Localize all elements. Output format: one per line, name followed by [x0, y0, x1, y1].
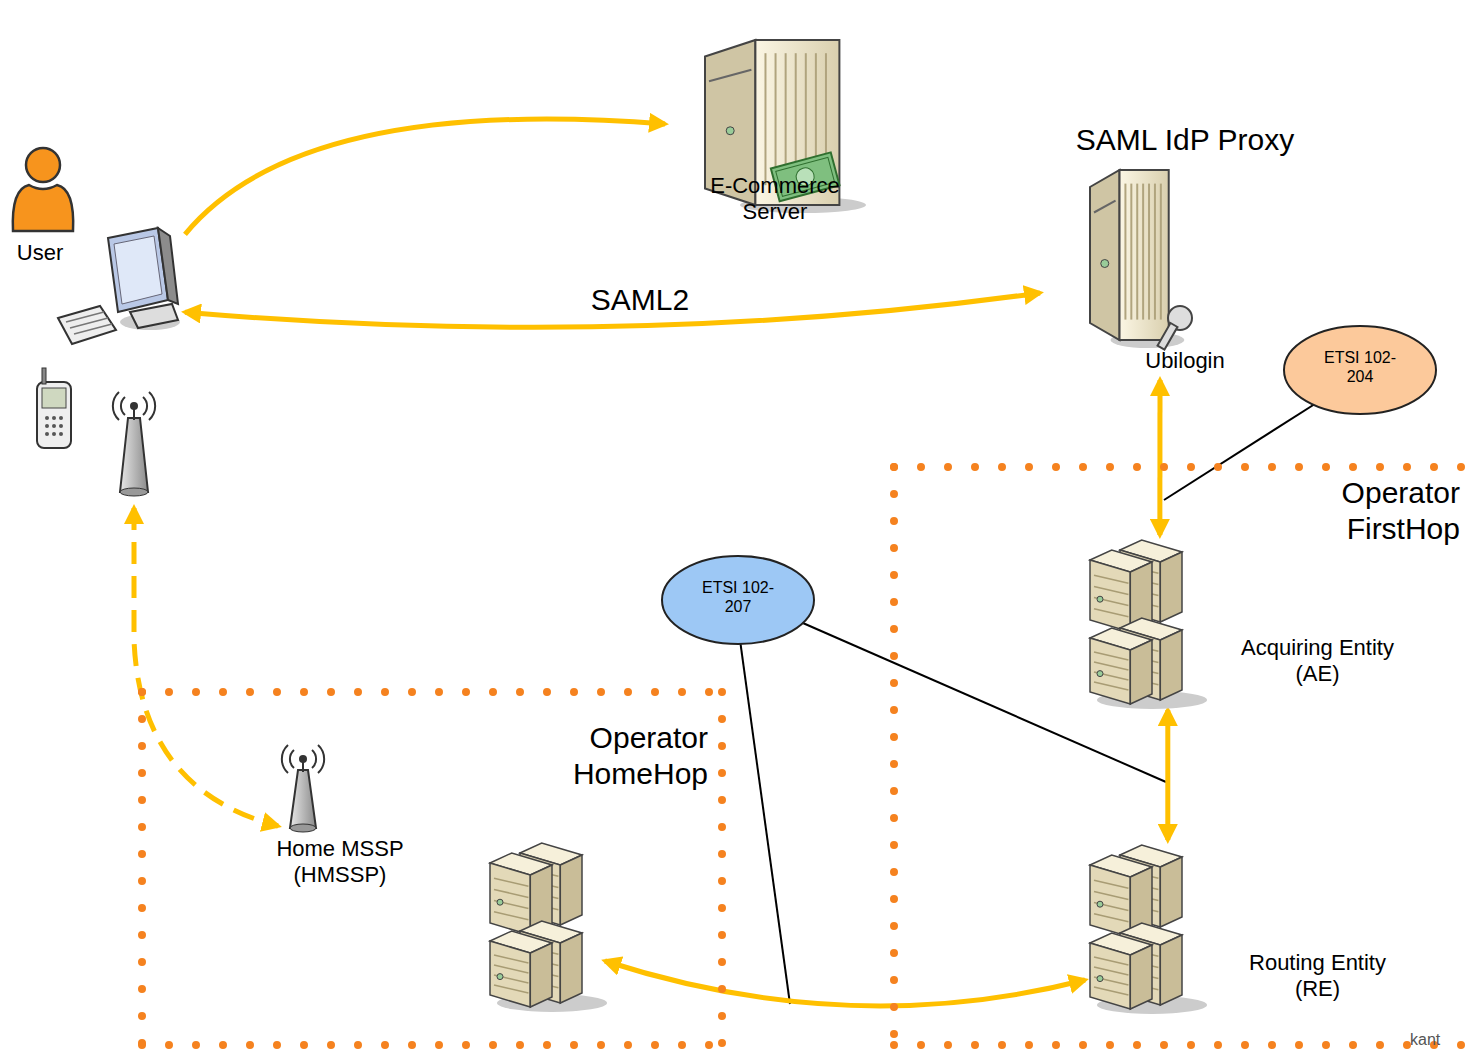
node-label: ETSI 102-204 [1318, 348, 1402, 386]
network-entity: Home MSSP (HMSSP) [265, 828, 605, 1018]
node-label: Home MSSP (HMSSP) [265, 836, 415, 889]
node-graphic [1085, 535, 1205, 710]
network-entity: Acquiring Entity (AE) [1085, 535, 1430, 710]
antenna-icon [113, 392, 155, 496]
flow-arrow [1165, 710, 1170, 840]
node-label: ETSI 102-207 [696, 578, 780, 616]
node-label: Routing Entity (RE) [1225, 950, 1410, 1003]
antenna-icon [282, 745, 324, 832]
network-entity: User [5, 145, 185, 335]
standard-ellipse: ETSI 102-207 [658, 553, 818, 647]
phone-icon [37, 368, 71, 448]
node-graphic [1085, 840, 1205, 1015]
flow-arrow [185, 119, 665, 234]
operator-region: Operator HomeHopHome MSSP (HMSSP) [138, 688, 726, 1049]
leader-line [740, 402, 1318, 1004]
watermark: kant [1410, 1030, 1440, 1049]
node-label: User [5, 240, 75, 266]
node-label: Ubilogin [1115, 348, 1255, 374]
computer-icon [58, 228, 180, 344]
flow-arrow [605, 961, 1085, 1006]
network-entity: E-Commerce Server [665, 40, 865, 240]
edge-label: SAML2 [587, 282, 693, 318]
network-entity: SAML IdP ProxyUbilogin [1040, 120, 1340, 380]
node-label: SAML IdP Proxy [1040, 122, 1330, 158]
node-graphic [5, 145, 85, 245]
network-entity: Routing Entity (RE) [1085, 840, 1430, 1015]
node-label: Acquiring Entity (AE) [1225, 635, 1410, 688]
node-label: Operator HomeHop [548, 720, 708, 792]
node-label: Operator FirstHop [1310, 475, 1460, 547]
standard-ellipse: ETSI 102-204 [1280, 323, 1440, 417]
operator-region: Operator FirstHopAcquiring Entity (AE) Ro… [890, 463, 1469, 1049]
radio-link [134, 508, 278, 826]
flow-arrow [1157, 380, 1162, 535]
node-label: E-Commerce Server [705, 173, 845, 226]
